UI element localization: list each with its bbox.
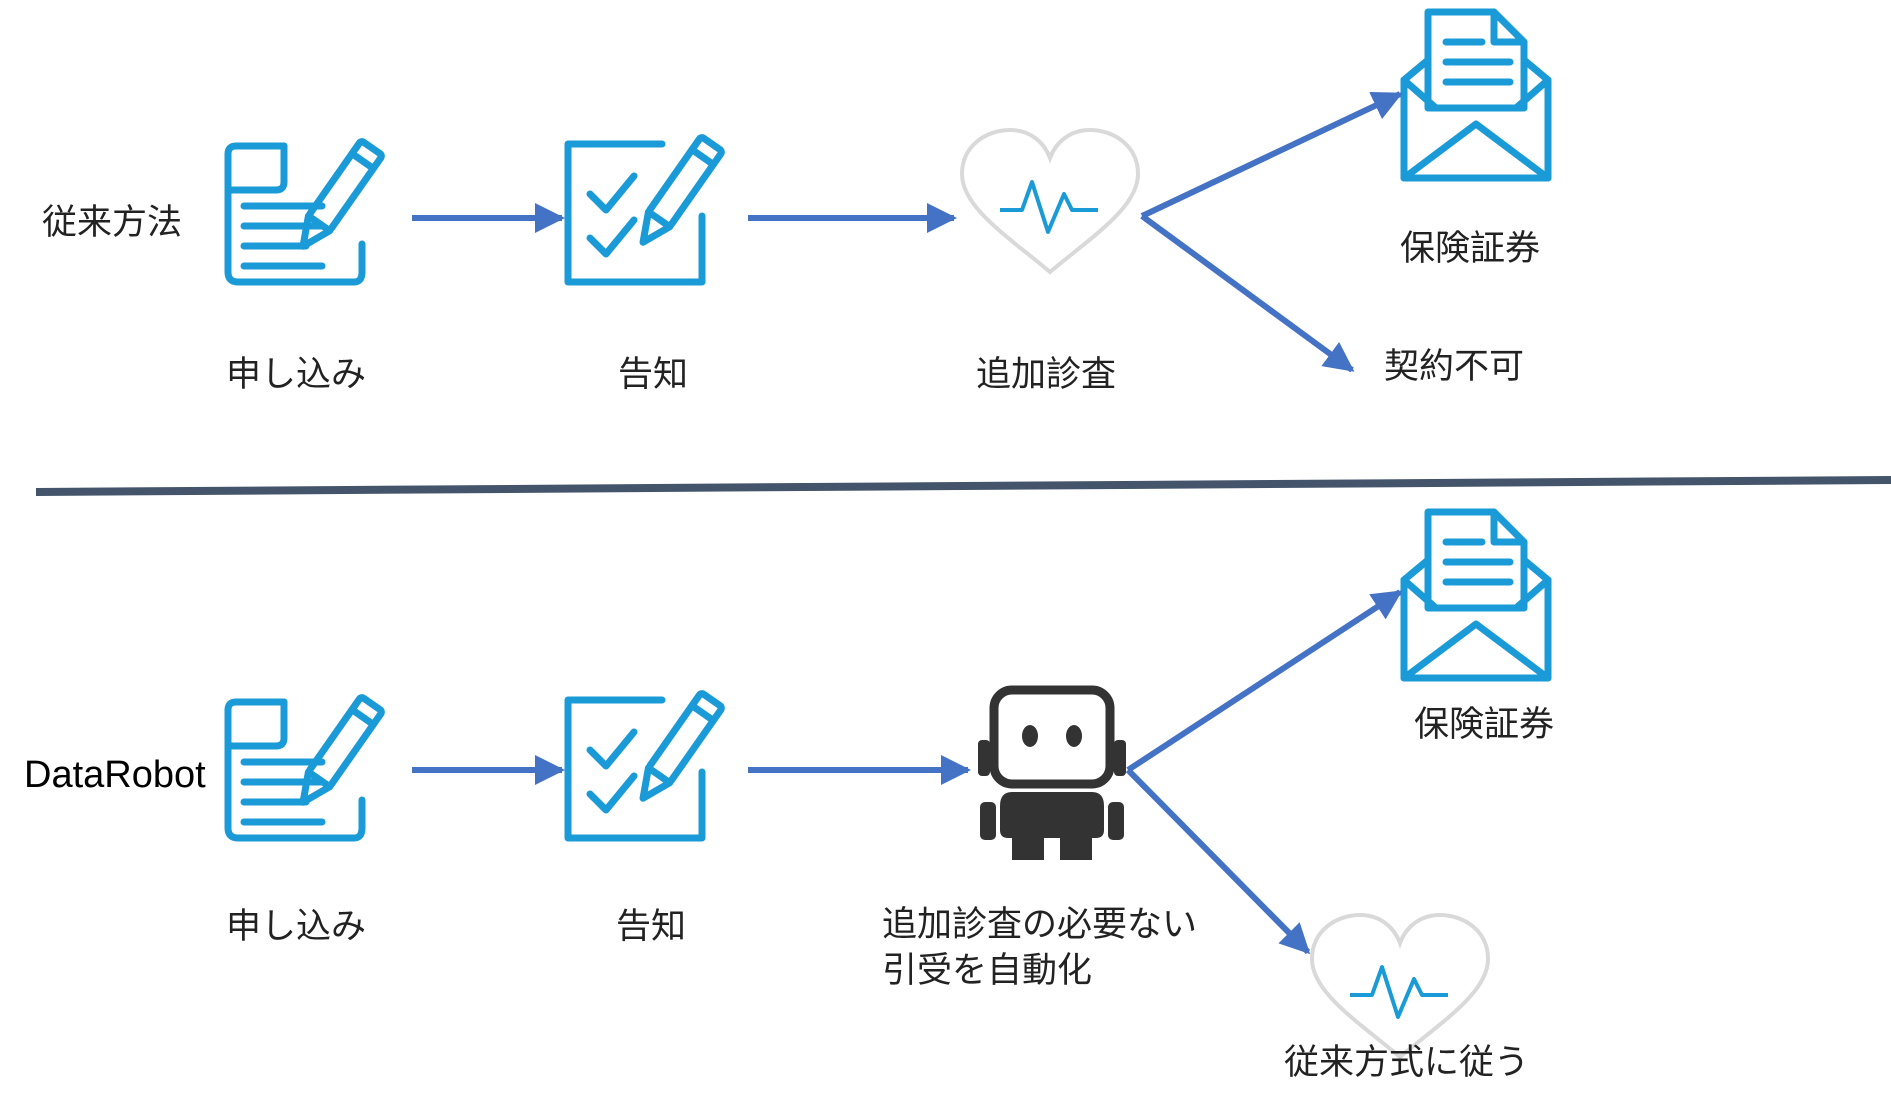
step-label-disclosure: 告知 — [618, 355, 689, 395]
step-label-disclosure: 告知 — [616, 907, 687, 947]
arrow-exam-to-decline — [1140, 213, 1355, 373]
step-label-additional-exam: 追加診査 — [976, 355, 1117, 395]
envelope-document-icon — [1404, 512, 1548, 678]
robot-icon — [978, 690, 1126, 860]
step-label-apply: 申し込み — [226, 355, 367, 395]
step-label-automated-underwriting-line1: 追加診査の必要ない — [882, 905, 1198, 945]
arrow-robot-to-traditional — [1125, 767, 1311, 955]
step-label-automated-underwriting-line2: 引受を自動化 — [882, 951, 1093, 991]
document-pencil-icon — [228, 140, 383, 282]
document-pencil-icon — [228, 696, 383, 838]
checklist-pencil-icon — [568, 692, 723, 838]
section-divider — [35, 476, 1891, 496]
checklist-pencil-icon — [568, 136, 723, 282]
heart-pulse-icon — [1310, 913, 1490, 1059]
outcome-label-policy: 保険証券 — [1400, 229, 1541, 269]
envelope-document-icon — [1404, 12, 1548, 178]
outcome-label-decline: 契約不可 — [1384, 347, 1525, 387]
row-label-datarobot: DataRobot — [24, 754, 206, 796]
heart-pulse-icon — [960, 128, 1140, 274]
outcome-label-traditional-method: 従来方式に従う — [1284, 1043, 1530, 1083]
arrow-exam-to-policy — [1140, 91, 1403, 219]
step-label-apply: 申し込み — [226, 907, 367, 947]
outcome-label-policy: 保険証券 — [1414, 705, 1555, 745]
row-label-traditional: 従来方法 — [42, 203, 183, 243]
arrow-robot-to-policy — [1126, 589, 1403, 773]
